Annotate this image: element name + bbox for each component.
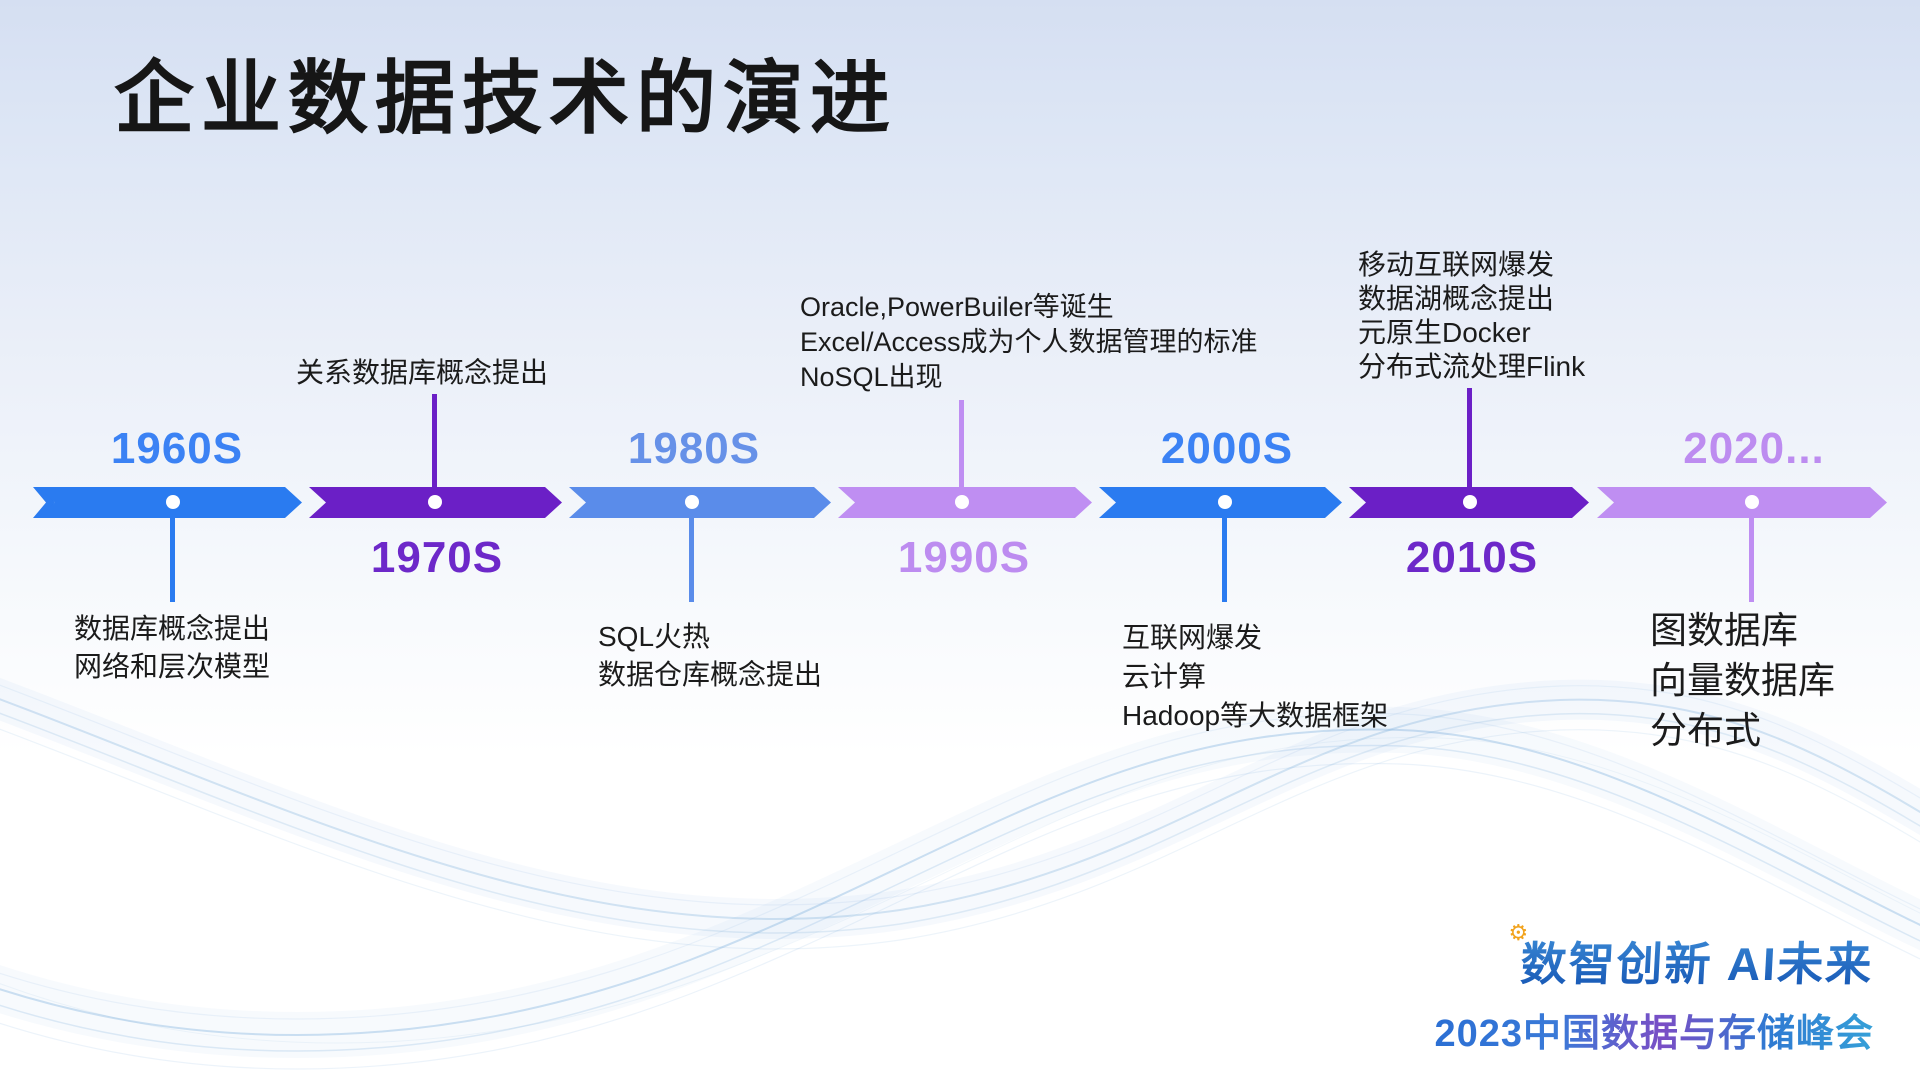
note-line: 网络和层次模型 <box>74 651 271 682</box>
note-line: 分布式 <box>1650 710 1761 751</box>
brand-slogan: 数智创新 AI未来 <box>1433 928 1876 994</box>
timeline-bar <box>1597 487 1887 518</box>
note-line: 元原生Docker <box>1358 317 1531 348</box>
timeline-connector <box>170 502 175 602</box>
timeline-dot <box>955 495 969 509</box>
timeline-dot <box>685 495 699 509</box>
note-line: 分布式流处理Flink <box>1358 351 1586 382</box>
timeline-bar <box>569 487 831 518</box>
timeline-connector <box>689 502 694 602</box>
decade-label-1960s: 1960S <box>110 424 244 473</box>
timeline-dot <box>1218 495 1232 509</box>
note-line: 云计算 <box>1122 661 1207 692</box>
note-line: 互联网爆发 <box>1122 622 1263 653</box>
timeline-dot <box>166 495 180 509</box>
timeline-connector <box>959 400 964 502</box>
timeline-dot <box>428 495 442 509</box>
timeline-connector <box>432 394 437 502</box>
slide-title: 企业数据技术的演进 <box>114 54 897 143</box>
brand-footer: 数智创新 AI未来 ⚙ 2023中国数据与存储峰会 <box>1433 920 1876 1057</box>
decade-label-2010s: 2010S <box>1405 533 1539 582</box>
note-line: 向量数据库 <box>1650 660 1835 701</box>
notes-2010s: 移动互联网爆发 数据湖概念提出 元原生Docker 分布式流处理Flink <box>1358 248 1585 384</box>
note-line: 数据库概念提出 <box>74 613 271 644</box>
notes-2020s: 图数据库 向量数据库 分布式 <box>1650 606 1835 756</box>
decade-label-2020s: 2020... <box>1683 424 1825 473</box>
timeline-connector <box>1749 502 1754 602</box>
note-line: 移动互联网爆发 <box>1358 249 1555 280</box>
decade-label-1970s: 1970S <box>370 533 504 582</box>
timeline-connector <box>1467 388 1472 502</box>
note-line: 数据湖概念提出 <box>1358 283 1555 314</box>
note-line: 数据仓库概念提出 <box>598 659 823 690</box>
decade-label-1990s: 1990S <box>897 533 1031 582</box>
notes-1960s: 数据库概念提出 网络和层次模型 <box>74 610 270 686</box>
decade-label-2000s: 2000S <box>1160 424 1294 473</box>
note-line: NoSQL出现 <box>800 362 943 392</box>
note-line: 图数据库 <box>1650 610 1798 651</box>
note-line: Excel/Access成为个人数据管理的标准 <box>800 327 1258 357</box>
note-line: SQL火热 <box>598 621 711 652</box>
notes-1980s: SQL火热 数据仓库概念提出 <box>598 618 822 694</box>
notes-2000s: 互联网爆发 云计算 Hadoop等大数据框架 <box>1122 618 1388 735</box>
timeline-connector <box>1222 502 1227 602</box>
notes-1970s: 关系数据库概念提出 <box>296 354 548 392</box>
brand-event-name: 2023中国数据与存储峰会 <box>1434 1002 1874 1057</box>
note-line: 关系数据库概念提出 <box>296 357 549 388</box>
note-line: Hadoop等大数据框架 <box>1122 700 1389 731</box>
notes-1990s: Oracle,PowerBuiler等诞生 Excel/Access成为个人数据… <box>800 290 1258 395</box>
timeline-dot <box>1463 495 1477 509</box>
decade-label-1980s: 1980S <box>627 424 761 473</box>
note-line: Oracle,PowerBuiler等诞生 <box>800 292 1114 322</box>
gear-icon: ⚙ <box>1508 920 1529 945</box>
timeline-dot <box>1745 495 1759 509</box>
